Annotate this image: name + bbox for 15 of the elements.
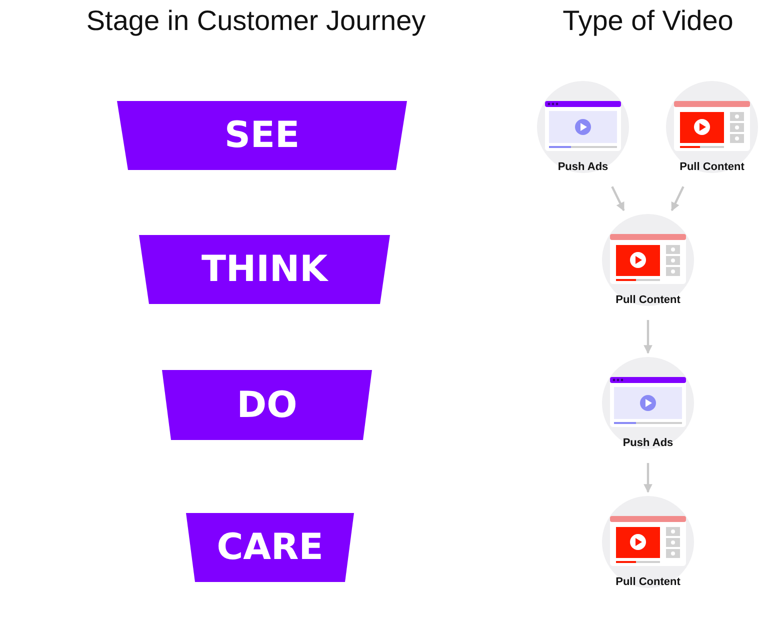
stage-label: CARE — [216, 527, 324, 568]
stage-label: THINK — [201, 249, 328, 290]
stage-label: DO — [236, 384, 298, 426]
arrow — [670, 186, 684, 212]
video-type-label: Push Ads — [622, 437, 674, 449]
arrow — [644, 463, 652, 493]
arrow — [644, 320, 652, 354]
stage-label: SEE — [224, 115, 300, 156]
video-type-label: Pull Content — [616, 576, 680, 588]
column-heading: Stage in Customer Journey — [86, 5, 426, 37]
video-type-label: Pull Content — [616, 294, 680, 306]
video-type-label: Pull Content — [680, 161, 744, 173]
arrow — [611, 186, 625, 212]
video-type-label: Push Ads — [558, 161, 608, 173]
column-heading: Type of Video — [562, 5, 734, 37]
